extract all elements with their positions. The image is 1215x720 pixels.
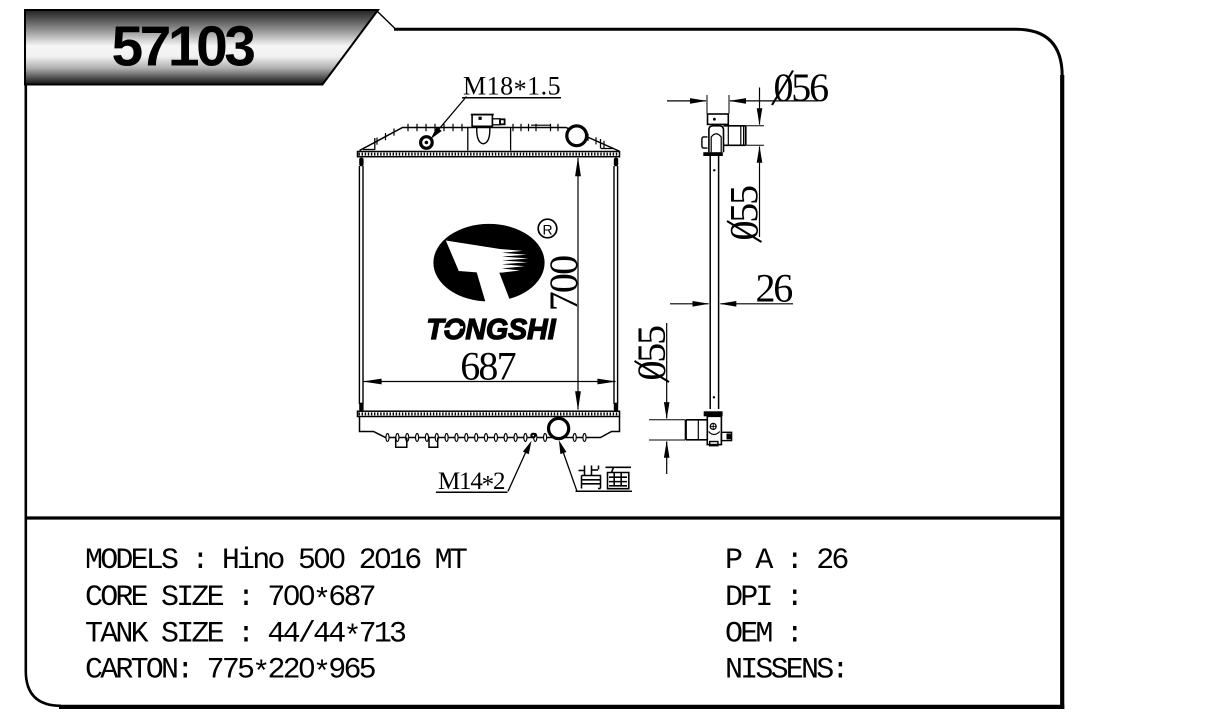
- svg-text:NISSENS:: NISSENS:: [725, 654, 847, 688]
- svg-text:26: 26: [756, 266, 793, 311]
- svg-text:57103: 57103: [111, 15, 254, 79]
- svg-text:TONGSHI: TONGSHI: [426, 314, 556, 346]
- svg-text:CORE SIZE : 700*687: CORE SIZE : 700*687: [85, 581, 375, 619]
- svg-text:CARTON: 775*220*965: CARTON: 775*220*965: [85, 654, 376, 692]
- svg-text:M18*1.5: M18*1.5: [463, 72, 561, 105]
- svg-text:700: 700: [541, 256, 586, 311]
- svg-text:MODELS : Hino 500 2016 MT: MODELS : Hino 500 2016 MT: [85, 544, 467, 578]
- svg-text:687: 687: [460, 344, 515, 389]
- svg-text:P A : 26: P A : 26: [725, 544, 848, 578]
- svg-text:TANK SIZE : 44/44*713: TANK SIZE : 44/44*713: [85, 618, 406, 656]
- svg-text:DPI :: DPI :: [725, 581, 801, 615]
- svg-text:R: R: [542, 222, 552, 238]
- svg-text:OEM :: OEM :: [725, 618, 801, 652]
- svg-text:M14*2: M14*2: [438, 468, 505, 499]
